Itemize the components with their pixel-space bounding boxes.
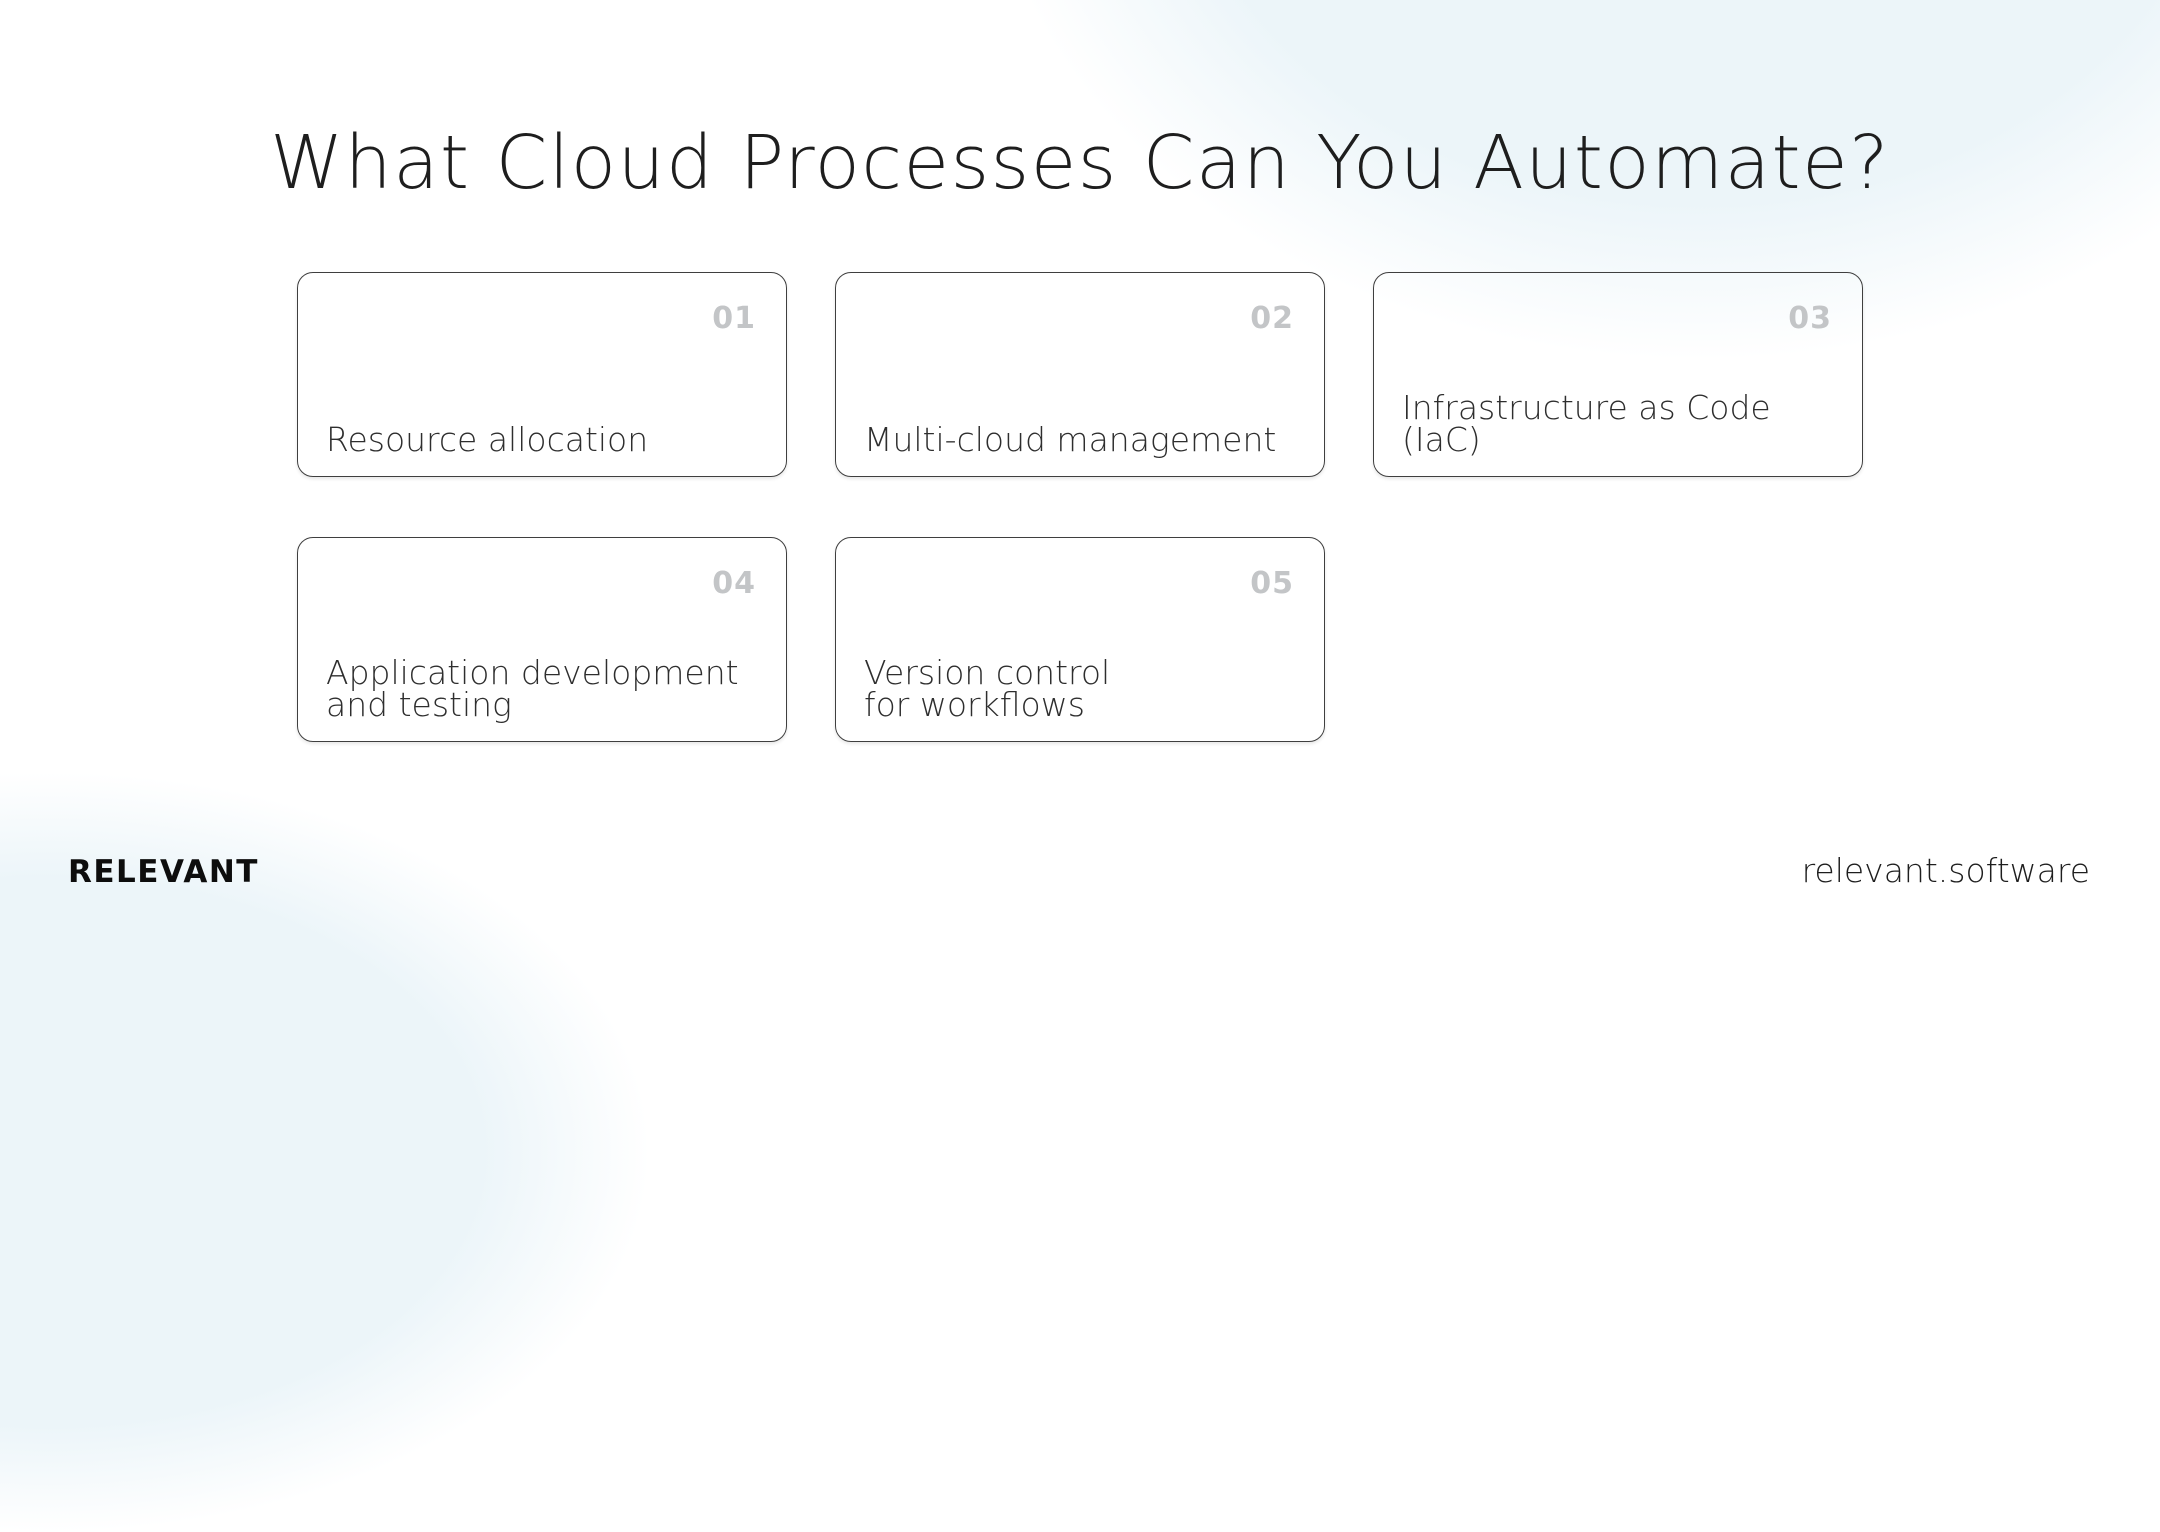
card-number: 03: [1788, 301, 1832, 336]
card-label-line: Application development: [326, 653, 739, 692]
card-application-development-testing: 04 Application development and testing: [297, 537, 787, 742]
card-label: Version control for workflows: [864, 653, 1304, 724]
card-infrastructure-as-code: 03 Infrastructure as Code (IaC): [1373, 272, 1863, 477]
card-label: Application development and testing: [326, 653, 766, 724]
card-number: 04: [712, 566, 756, 601]
card-label-line: Version control: [864, 653, 1111, 692]
card-multi-cloud-management: 02 Multi-cloud management: [835, 272, 1325, 477]
website-url: relevant.software: [1801, 851, 2090, 890]
card-number: 05: [1250, 566, 1294, 601]
card-label-line: Infrastructure as Code (IaC): [1402, 388, 1771, 459]
card-label: Infrastructure as Code (IaC): [1402, 388, 1842, 459]
card-resource-allocation: 01 Resource allocation: [297, 272, 787, 477]
page-title: What Cloud Processes Can You Automate?: [270, 119, 1890, 206]
card-label-line: Resource allocation: [326, 420, 649, 459]
card-version-control-workflows: 05 Version control for workflows: [835, 537, 1325, 742]
card-label: Multi-cloud management: [864, 420, 1304, 459]
relevant-logo: RELEVANT: [68, 854, 259, 890]
card-label-line: and testing: [326, 685, 512, 724]
card-label-line: Multi-cloud management: [864, 420, 1277, 459]
card-number: 02: [1250, 301, 1294, 336]
card-number: 01: [712, 301, 756, 336]
card-label: Resource allocation: [326, 420, 766, 459]
card-label-line: for workflows: [864, 685, 1085, 724]
